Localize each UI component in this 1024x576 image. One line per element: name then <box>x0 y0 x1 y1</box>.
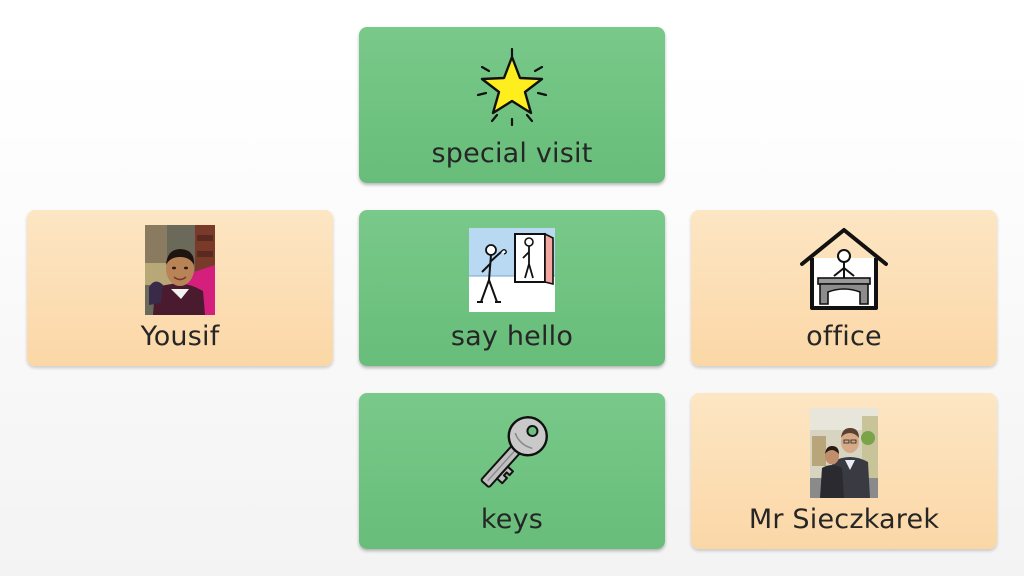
cell-keys[interactable]: keys <box>359 393 665 549</box>
cell-mr-sieczkarek[interactable]: Mr Sieczkarek <box>691 393 997 549</box>
cell-label: keys <box>480 504 544 535</box>
cell-label: Yousif <box>140 321 220 352</box>
say-hello-icon <box>469 224 555 316</box>
cell-office[interactable]: office <box>691 210 997 366</box>
star-icon <box>470 41 554 133</box>
teacher-photo <box>809 407 879 499</box>
cell-label: Mr Sieczkarek <box>748 504 940 535</box>
cell-label: office <box>806 321 882 352</box>
cell-label: say hello <box>450 321 574 352</box>
cell-yousif[interactable]: Yousif <box>27 210 333 366</box>
cell-special-visit[interactable]: special visit <box>359 27 665 183</box>
child-photo <box>145 224 215 316</box>
office-icon <box>798 224 890 316</box>
cell-label: special visit <box>431 138 593 169</box>
cell-say-hello[interactable]: say hello <box>359 210 665 366</box>
key-icon <box>469 407 555 499</box>
